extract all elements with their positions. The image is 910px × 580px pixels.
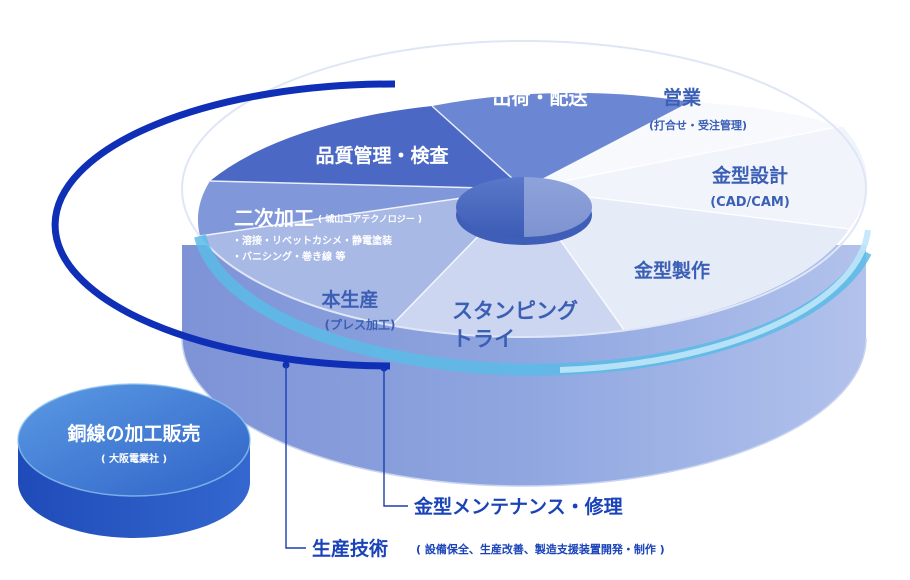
segment-mold-design: [524, 126, 868, 229]
label-stamping-2: トライ: [452, 327, 515, 351]
callout-production-tech-detail: ( 設備保全、生産改善、製造支援装置開発・制作 ): [416, 542, 665, 556]
rim-arcs: [51, 80, 872, 376]
side-disc-title: 銅線の加工販売: [67, 422, 200, 445]
segment-production: [200, 189, 524, 325]
callout-leaders: [282, 361, 408, 549]
label-sales: 営業: [663, 86, 702, 109]
center-hub: [456, 177, 592, 245]
label-production-sub: (プレス加工): [325, 317, 396, 332]
label-stamping-1: スタンピング: [452, 299, 578, 323]
callout-maintenance: 金型メンテナンス・修理: [413, 495, 623, 518]
segment-mold-making: [524, 189, 849, 330]
label-sales-sub: (打合せ・受注管理): [649, 118, 747, 132]
label-secondary-detail-1: ・溶接・リベットカシメ・静電塗装: [232, 234, 392, 247]
wheel-top: [181, 40, 868, 338]
label-secondary-company: ( 城山コアテクノロジー ): [318, 213, 422, 225]
label-mold-design: 金型設計: [711, 164, 788, 187]
label-production: 本生産: [321, 288, 378, 311]
segment-shipping: [432, 92, 691, 189]
side-disc: [17, 383, 251, 538]
wheel-labels: 出荷・配送 営業 (打合せ・受注管理) 金型設計 (CAD/CAM) 金型製作 …: [67, 86, 789, 560]
label-secondary-detail-2: ・バニシング・巻き線 等: [232, 250, 345, 263]
segment-quality: [210, 106, 524, 189]
segment-stamping: [392, 189, 624, 337]
label-shipping: 出荷・配送: [492, 86, 588, 109]
label-mold-design-sub: (CAD/CAM): [710, 195, 790, 210]
segment-sales: [524, 102, 842, 189]
callout-production-tech: 生産技術: [312, 537, 388, 560]
label-mold-making: 金型製作: [633, 259, 710, 282]
label-quality: 品質管理・検査: [315, 144, 449, 167]
side-disc-subtitle: ( 大阪電業社 ): [101, 452, 167, 465]
label-secondary: 二次加工: [234, 206, 314, 230]
segment-secondary: [197, 181, 524, 236]
